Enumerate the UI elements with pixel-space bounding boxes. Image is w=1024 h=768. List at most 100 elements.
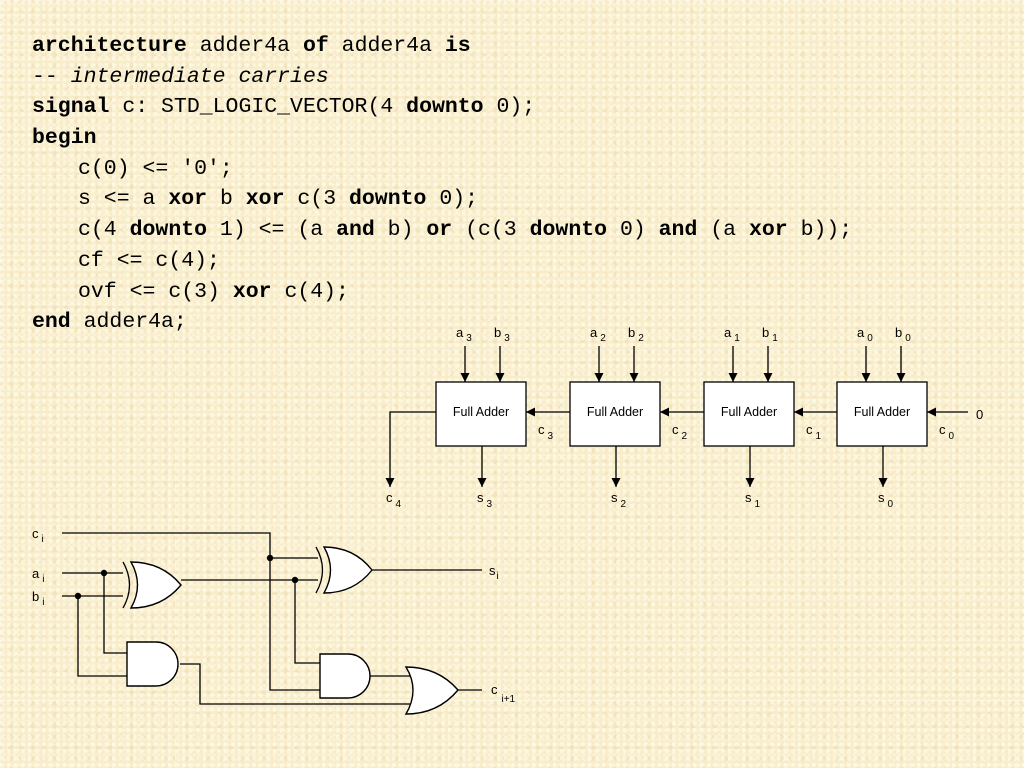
code-text: 1) <= (a bbox=[207, 218, 337, 243]
code-text: b) bbox=[374, 218, 427, 243]
carry-out-arrow bbox=[385, 411, 436, 487]
junction-dot bbox=[100, 569, 108, 577]
full-adder-block: Full Adder bbox=[569, 381, 661, 447]
code-text: (c(3 bbox=[452, 218, 530, 243]
code-line: -- intermediate carries bbox=[32, 62, 852, 93]
code-text: c(4 bbox=[78, 218, 130, 243]
code-line: ovf <= c(3) xor c(4); bbox=[32, 277, 852, 308]
wire-and1-to-or bbox=[180, 663, 410, 705]
code-line: signal c: STD_LOGIC_VECTOR(4 downto 0); bbox=[32, 92, 852, 123]
code-keyword: is bbox=[444, 34, 471, 58]
code-comment: intermediate carries bbox=[70, 64, 329, 89]
code-text: adder4a; bbox=[70, 310, 187, 335]
junction-dot bbox=[74, 592, 82, 600]
code-keyword: xor bbox=[748, 218, 788, 243]
code-text: c(0) <= '0'; bbox=[78, 156, 233, 181]
code-text: b bbox=[207, 187, 246, 212]
wire-bi-to-and1 bbox=[77, 596, 127, 677]
vhdl-code-block: architecture adder4a of adder4a is-- int… bbox=[32, 31, 852, 338]
code-keyword: and bbox=[336, 218, 375, 243]
wire-ci-to-and2 bbox=[269, 558, 320, 691]
code-line: end adder4a; bbox=[32, 307, 852, 338]
full-adder-block: Full Adder bbox=[836, 381, 928, 447]
code-keyword: begin bbox=[32, 126, 97, 151]
code-keyword: downto bbox=[529, 218, 608, 243]
ripple-carry-adder: Full Adder Full Adder Full Adder Full Adder… bbox=[385, 325, 983, 510]
xor-gate-2 bbox=[315, 546, 373, 594]
code-line: c(0) <= '0'; bbox=[32, 154, 852, 185]
code-text: c: STD_LOGIC_VECTOR(4 bbox=[109, 95, 407, 120]
and-gate-1 bbox=[126, 641, 179, 687]
code-line: c(4 downto 1) <= (a and b) or (c(3 downt… bbox=[32, 215, 852, 246]
code-keyword: xor bbox=[245, 187, 285, 212]
junction-dot bbox=[266, 554, 274, 562]
code-keyword: or bbox=[426, 218, 453, 243]
code-text: adder4a bbox=[186, 34, 303, 58]
code-keyword: downto bbox=[406, 95, 484, 120]
code-keyword: downto bbox=[349, 187, 427, 212]
label-carry-in: 0 bbox=[976, 407, 983, 422]
code-text: adder4a bbox=[328, 34, 445, 58]
code-text: cf <= c(4); bbox=[78, 248, 220, 273]
wire-ci-to-xor2 bbox=[62, 532, 318, 559]
code-text: (a bbox=[697, 218, 749, 243]
full-adder-label: Full Adder bbox=[453, 405, 509, 419]
code-keyword: xor bbox=[232, 279, 272, 304]
code-text: 0); bbox=[426, 187, 479, 212]
or-gate bbox=[404, 666, 459, 715]
code-keyword: signal bbox=[32, 95, 110, 120]
code-keyword: and bbox=[658, 218, 698, 243]
code-text: -- bbox=[32, 64, 71, 89]
wire-ai-to-and1 bbox=[103, 573, 127, 654]
full-adder-label: Full Adder bbox=[721, 405, 777, 419]
code-keyword: downto bbox=[129, 218, 208, 243]
code-text: c(3 bbox=[284, 187, 349, 212]
label-si: si bbox=[489, 563, 499, 582]
code-text: s <= a bbox=[78, 187, 169, 212]
xor-gate-1 bbox=[122, 561, 182, 609]
and-gate-2 bbox=[319, 653, 371, 699]
code-text: ovf <= c(3) bbox=[78, 279, 233, 304]
junction-dot bbox=[291, 576, 299, 584]
code-line: begin bbox=[32, 123, 852, 154]
code-keyword: architecture bbox=[32, 34, 187, 58]
code-text: b)); bbox=[787, 218, 853, 243]
full-adder-block: Full Adder bbox=[703, 381, 795, 447]
wire-xor1-to-and2 bbox=[294, 580, 320, 664]
code-text: c(4); bbox=[271, 279, 349, 304]
full-adder-block: Full Adder bbox=[435, 381, 527, 447]
code-line: architecture adder4a of adder4a is bbox=[32, 31, 852, 62]
full-adder-label: Full Adder bbox=[854, 405, 910, 419]
code-line: cf <= c(4); bbox=[32, 246, 852, 277]
code-line: s <= a xor b xor c(3 downto 0); bbox=[32, 184, 852, 215]
code-text: 0); bbox=[483, 95, 536, 120]
label-ci-plus-1: ci+1 bbox=[491, 682, 516, 705]
code-keyword: end bbox=[32, 310, 71, 335]
code-keyword: of bbox=[302, 34, 329, 58]
code-keyword: xor bbox=[168, 187, 208, 212]
full-adder-label: Full Adder bbox=[587, 405, 643, 419]
code-text: 0) bbox=[607, 218, 659, 243]
